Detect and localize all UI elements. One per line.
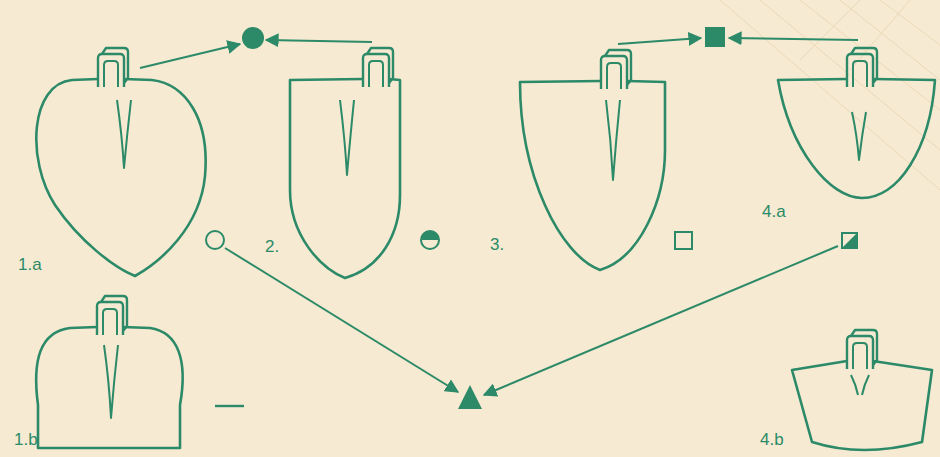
figure-number: 2. — [265, 238, 279, 255]
figure-number: 4.a — [762, 203, 786, 220]
figure-number: 1.b — [14, 431, 38, 448]
figure-number: 1.a — [18, 256, 42, 273]
figure-number: 3. — [490, 236, 504, 253]
figure-number: 4.b — [760, 431, 784, 448]
